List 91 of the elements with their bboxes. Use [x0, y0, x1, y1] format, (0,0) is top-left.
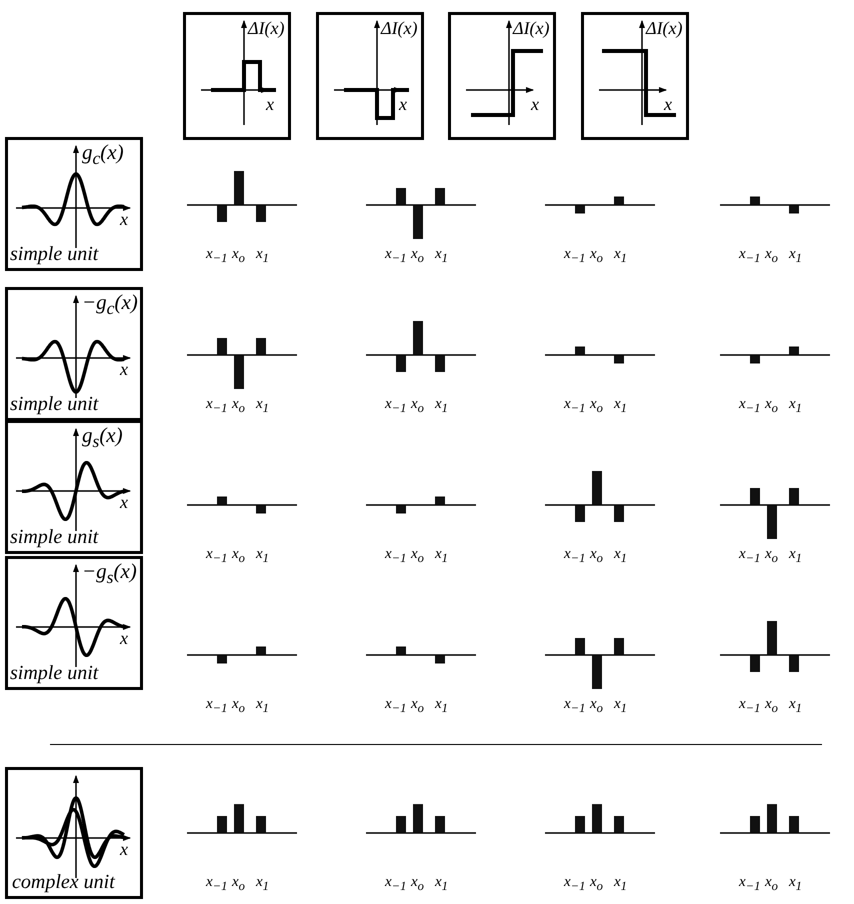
axis-label: x$_{1}$ — [435, 697, 448, 714]
axis-label: x$_{o}$ — [590, 875, 603, 892]
axis-label: x$_{−1}$ — [564, 247, 586, 264]
function-label: ΔI(x) — [646, 19, 683, 37]
axis-label: x$_{1}$ — [435, 247, 448, 264]
axis-label: x$_{−1}$ — [206, 247, 228, 264]
receptive-field-plot-box — [5, 137, 143, 271]
unit-caption: simple unit — [10, 663, 98, 683]
unit-caption: simple unit — [10, 244, 98, 264]
axis-label: x$_{−1}$ — [739, 697, 760, 714]
axis-label: x — [531, 95, 539, 113]
function-label: ΔI(x) — [513, 19, 550, 37]
axis-label: x$_{−1}$ — [206, 397, 228, 414]
axis-label: x — [120, 493, 128, 511]
axis-label: x$_{−1}$ — [739, 875, 760, 892]
axis-label: x$_{o}$ — [590, 697, 603, 714]
axis-label: x$_{−1}$ — [206, 875, 228, 892]
axis-label: x$_{o}$ — [232, 247, 245, 264]
axis-label: x$_{o}$ — [590, 247, 603, 264]
function-label: −g$_{c}$(x) — [82, 292, 138, 318]
axis-label: x — [266, 95, 274, 113]
axis-label: x$_{o}$ — [411, 547, 424, 564]
axis-label: x$_{o}$ — [765, 247, 778, 264]
receptive-field-plot-box — [5, 420, 143, 554]
stimulus-plot-box — [316, 12, 424, 140]
axis-label: x$_{o}$ — [765, 547, 778, 564]
stimulus-plot-box — [448, 12, 556, 140]
axis-label: x$_{o}$ — [232, 875, 245, 892]
axis-label: x$_{−1}$ — [564, 875, 586, 892]
stimulus-plot-box — [581, 12, 689, 140]
axis-label: x$_{−1}$ — [385, 247, 406, 264]
axis-label: x$_{1}$ — [789, 397, 802, 414]
receptive-field-plot-box — [5, 556, 143, 690]
axis-label: x$_{−1}$ — [564, 697, 586, 714]
axis-label: x$_{−1}$ — [739, 397, 760, 414]
axis-label: x$_{o}$ — [411, 875, 424, 892]
axis-label: x$_{1}$ — [789, 697, 802, 714]
axis-label: x$_{1}$ — [256, 547, 269, 564]
axis-label: x$_{1}$ — [614, 247, 627, 264]
receptive-field-plot-box — [5, 767, 143, 899]
axis-label: x — [120, 840, 128, 858]
axis-label: x$_{1}$ — [614, 547, 627, 564]
axis-label: x$_{−1}$ — [385, 697, 406, 714]
function-label: g$_{s}$(x) — [82, 425, 123, 451]
axis-label: x — [399, 95, 407, 113]
axis-label: x$_{1}$ — [789, 247, 802, 264]
axis-label: x$_{o}$ — [765, 697, 778, 714]
axis-label: x$_{−1}$ — [739, 247, 760, 264]
axis-label: x$_{−1}$ — [385, 875, 406, 892]
axis-label: x$_{1}$ — [256, 697, 269, 714]
unit-caption: simple unit — [10, 394, 98, 414]
axis-label: x$_{1}$ — [789, 547, 802, 564]
axis-label: x$_{1}$ — [256, 397, 269, 414]
axis-label: x$_{o}$ — [232, 697, 245, 714]
axis-label: x — [120, 360, 128, 378]
axis-label: x$_{o}$ — [232, 397, 245, 414]
axis-label: x$_{1}$ — [435, 547, 448, 564]
axis-label: x$_{−1}$ — [739, 547, 760, 564]
axis-label: x$_{o}$ — [411, 697, 424, 714]
axis-label: x$_{1}$ — [614, 875, 627, 892]
receptive-field-plot-box — [5, 287, 143, 421]
axis-label: x$_{1}$ — [435, 397, 448, 414]
axis-label: x$_{o}$ — [765, 397, 778, 414]
axis-label: x$_{1}$ — [256, 875, 269, 892]
axis-label: x$_{o}$ — [232, 547, 245, 564]
function-label: −g$_{s}$(x) — [82, 561, 137, 587]
axis-label: x$_{1}$ — [256, 247, 269, 264]
axis-label: x$_{−1}$ — [206, 547, 228, 564]
stimulus-plot-box — [183, 12, 291, 140]
axis-label: x — [120, 629, 128, 647]
function-label: ΔI(x) — [381, 19, 418, 37]
axis-label: x$_{o}$ — [411, 247, 424, 264]
axis-label: x$_{−1}$ — [206, 697, 228, 714]
axis-label: x$_{−1}$ — [564, 547, 586, 564]
axis-label: x$_{−1}$ — [564, 397, 586, 414]
axis-label: x$_{o}$ — [590, 397, 603, 414]
unit-caption: simple unit — [10, 527, 98, 547]
axis-label: x$_{−1}$ — [385, 547, 406, 564]
axis-label: x$_{o}$ — [411, 397, 424, 414]
axis-label: x$_{o}$ — [765, 875, 778, 892]
axis-label: x$_{1}$ — [435, 875, 448, 892]
axis-label: x$_{1}$ — [614, 397, 627, 414]
function-label: g$_{c}$(x) — [82, 142, 124, 168]
axis-label: x$_{−1}$ — [385, 397, 406, 414]
axis-label: x$_{1}$ — [789, 875, 802, 892]
axis-label: x — [664, 95, 672, 113]
function-label: ΔI(x) — [248, 19, 285, 37]
axis-label: x — [120, 210, 128, 228]
unit-caption: complex unit — [12, 872, 115, 892]
axis-label: x$_{o}$ — [590, 547, 603, 564]
axis-label: x$_{1}$ — [614, 697, 627, 714]
